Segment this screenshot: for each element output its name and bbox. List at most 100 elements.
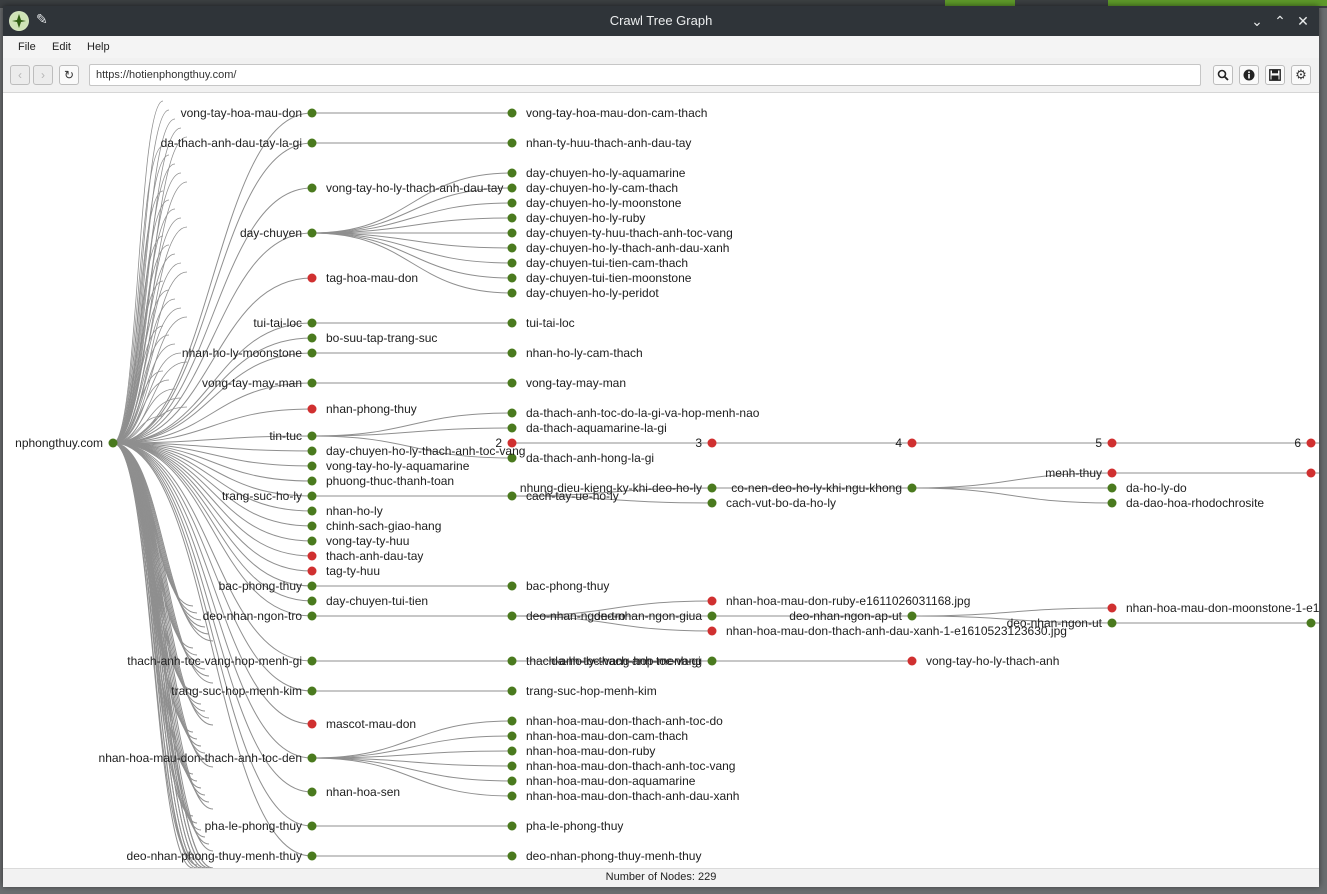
tree-node[interactable] [307,656,317,666]
settings-button[interactable]: ⚙ [1291,65,1311,85]
refresh-button[interactable]: ↻ [59,65,79,85]
tree-node[interactable] [307,183,317,193]
tree-node[interactable] [507,288,517,298]
tree-node-error[interactable] [307,273,317,283]
tree-node[interactable] [507,686,517,696]
tree-node[interactable] [507,491,517,501]
deep-node-error[interactable] [707,596,717,606]
tree-node[interactable] [307,521,317,531]
tree-node[interactable] [307,851,317,861]
deep-node[interactable] [707,611,717,621]
tree-node[interactable] [507,746,517,756]
deep-node[interactable] [1107,618,1117,628]
deep-node[interactable] [707,498,717,508]
tree-node[interactable] [307,596,317,606]
deep-node-error[interactable] [1306,468,1316,478]
tree-node[interactable] [507,138,517,148]
tree-node-error[interactable] [307,404,317,414]
tree-node[interactable] [507,851,517,861]
back-button[interactable]: ‹ [10,65,30,85]
deep-node-error[interactable] [1107,468,1117,478]
pin-icon[interactable]: ✎ [36,11,48,27]
tree-node[interactable] [507,423,517,433]
deep-node[interactable] [707,483,717,493]
tree-node[interactable] [507,731,517,741]
tree-node[interactable] [507,213,517,223]
deep-node[interactable] [907,611,917,621]
close-button[interactable]: ✕ [1297,13,1309,29]
tree-node[interactable] [507,716,517,726]
tree-node[interactable] [307,753,317,763]
tree-node[interactable] [307,108,317,118]
tree-node[interactable] [307,611,317,621]
tree-node[interactable] [507,761,517,771]
tree-node[interactable] [507,258,517,268]
level-marker-node-error[interactable] [1306,438,1316,448]
deep-node-error[interactable] [907,656,917,666]
tree-node[interactable] [307,446,317,456]
tree-node[interactable] [307,581,317,591]
tree-node[interactable] [307,787,317,797]
tree-node[interactable] [307,506,317,516]
tree-node[interactable] [507,348,517,358]
tree-node[interactable] [507,821,517,831]
forward-button[interactable]: › [33,65,53,85]
tree-node[interactable] [507,611,517,621]
tree-node[interactable] [507,198,517,208]
tree-node[interactable] [507,581,517,591]
tree-node[interactable] [507,318,517,328]
maximize-button[interactable]: ⌃ [1274,13,1286,29]
tree-node[interactable] [307,348,317,358]
deep-node-error[interactable] [1107,603,1117,613]
tree-node[interactable] [507,228,517,238]
tree-node[interactable] [307,476,317,486]
tree-node[interactable] [507,453,517,463]
search-button[interactable] [1213,65,1233,85]
tree-node[interactable] [307,686,317,696]
tree-node[interactable] [507,791,517,801]
menu-file[interactable]: File [18,41,36,53]
tree-node[interactable] [307,461,317,471]
tree-node[interactable] [307,318,317,328]
menu-edit[interactable]: Edit [52,41,71,53]
tree-node-error[interactable] [307,719,317,729]
level-marker-node-error[interactable] [907,438,917,448]
tree-node[interactable] [307,491,317,501]
tree-node[interactable] [507,656,517,666]
tree-node[interactable] [307,821,317,831]
minimize-button[interactable]: ⌄ [1251,13,1263,29]
tree-node[interactable] [307,138,317,148]
tree-node[interactable] [507,243,517,253]
tree-node[interactable] [307,228,317,238]
title-bar[interactable]: ✎ Crawl Tree Graph ⌄ ⌃ ✕ [3,6,1319,36]
tree-node-error[interactable] [307,566,317,576]
tree-node[interactable] [507,273,517,283]
tree-node[interactable] [507,378,517,388]
level-marker-node-error[interactable] [707,438,717,448]
tree-node[interactable] [507,776,517,786]
tree-node[interactable] [307,333,317,343]
deep-node[interactable] [1107,483,1117,493]
deep-node[interactable] [1306,618,1316,628]
root-node[interactable] [108,438,118,448]
level-marker-node-error[interactable] [507,438,517,448]
info-button[interactable] [1239,65,1259,85]
tree-node[interactable] [507,183,517,193]
tree-node[interactable] [307,378,317,388]
tree-node[interactable] [507,168,517,178]
url-input[interactable] [89,64,1201,86]
tree-node[interactable] [507,408,517,418]
deep-node[interactable] [907,483,917,493]
tree-node[interactable] [307,431,317,441]
tree-node[interactable] [307,536,317,546]
tree-node-error[interactable] [307,551,317,561]
deep-node[interactable] [707,656,717,666]
deep-node[interactable] [1107,498,1117,508]
level-marker-node-error[interactable] [1107,438,1117,448]
menu-help[interactable]: Help [87,41,110,53]
deep-node-error[interactable] [707,626,717,636]
tree-node[interactable] [507,108,517,118]
save-button[interactable] [1265,65,1285,85]
